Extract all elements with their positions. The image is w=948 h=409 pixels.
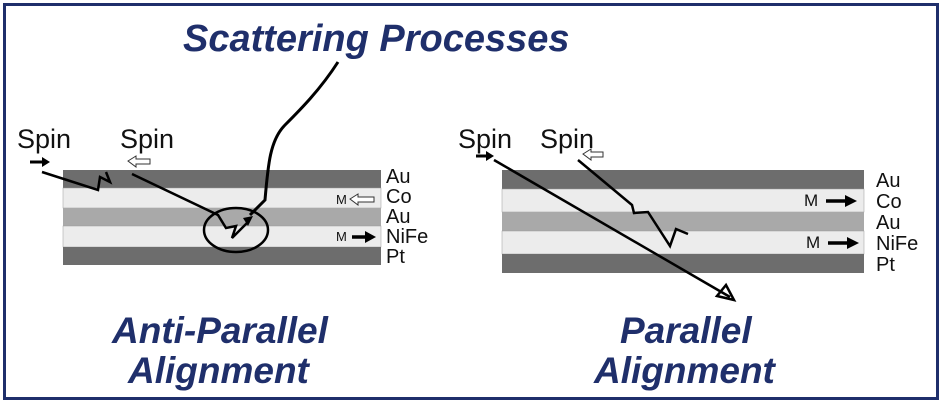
left-caption-line-2: Alignment	[128, 350, 309, 391]
right-layer-label-nife: NiFe	[876, 233, 919, 255]
left-caption-line-1: Anti-Parallel	[112, 310, 328, 351]
right-layer-au-mid	[502, 212, 864, 231]
left-spin-label-2: Spin	[120, 124, 175, 154]
left-layer-label-co: Co	[386, 186, 412, 208]
right-layer-label-au-mid: Au	[876, 212, 901, 234]
right-layer-label-co: Co	[876, 191, 902, 213]
left-layer-label-au-top: Au	[386, 166, 411, 188]
right-caption-line-1: Parallel	[620, 310, 752, 351]
left-layer-label-nife: NiFe	[386, 226, 429, 248]
diagram-frame	[3, 3, 939, 400]
left-path-2-arrowhead-icon	[243, 216, 253, 226]
left-layer-label-pt: Pt	[386, 246, 405, 268]
right-electron-path-1	[493, 158, 731, 299]
title-pointer-line	[248, 61, 340, 217]
right-layer-au-top	[502, 170, 864, 189]
right-caption-line-2: Alignment	[594, 350, 775, 391]
left-layer-label-au-mid: Au	[386, 206, 411, 228]
left-m-label-co: M	[336, 192, 347, 207]
right-layer-pt	[502, 254, 864, 273]
left-electron-path-1	[41, 170, 113, 192]
page-title: Scattering Processes	[183, 18, 570, 60]
left-electron-path-2	[131, 172, 249, 239]
right-layer-stack	[501, 170, 865, 273]
right-layer-label-pt: Pt	[876, 254, 895, 276]
right-spin-arrow-1-icon	[476, 151, 494, 161]
left-m-arrow-nife-icon	[352, 231, 376, 243]
left-layer-stack	[62, 170, 382, 265]
right-path-1-arrowhead-icon	[714, 282, 737, 302]
right-m-label-nife: M	[806, 233, 821, 252]
scattering-circle	[202, 206, 270, 254]
right-electron-path-2	[577, 159, 689, 249]
right-m-arrow-co-icon	[826, 195, 857, 207]
left-m-arrow-co-icon	[349, 193, 375, 206]
right-layer-label-au-top: Au	[876, 170, 901, 192]
left-layer-nife	[62, 225, 382, 248]
right-spin-label-1: Spin	[458, 124, 513, 154]
right-m-arrow-nife-icon	[828, 237, 859, 249]
left-spin-arrow-2-icon	[127, 155, 151, 168]
left-spin-arrow-1-icon	[30, 157, 50, 167]
left-layer-au-mid	[63, 208, 381, 226]
left-spin-label-1: Spin	[17, 124, 72, 154]
right-spin-arrow-2-icon	[582, 148, 604, 161]
left-layer-pt	[63, 247, 381, 265]
left-m-label-nife: M	[336, 229, 347, 244]
left-layer-au-top	[63, 170, 381, 188]
right-spin-label-2: Spin	[540, 124, 595, 154]
left-layer-co	[62, 187, 382, 209]
right-m-label-co: M	[804, 191, 819, 210]
